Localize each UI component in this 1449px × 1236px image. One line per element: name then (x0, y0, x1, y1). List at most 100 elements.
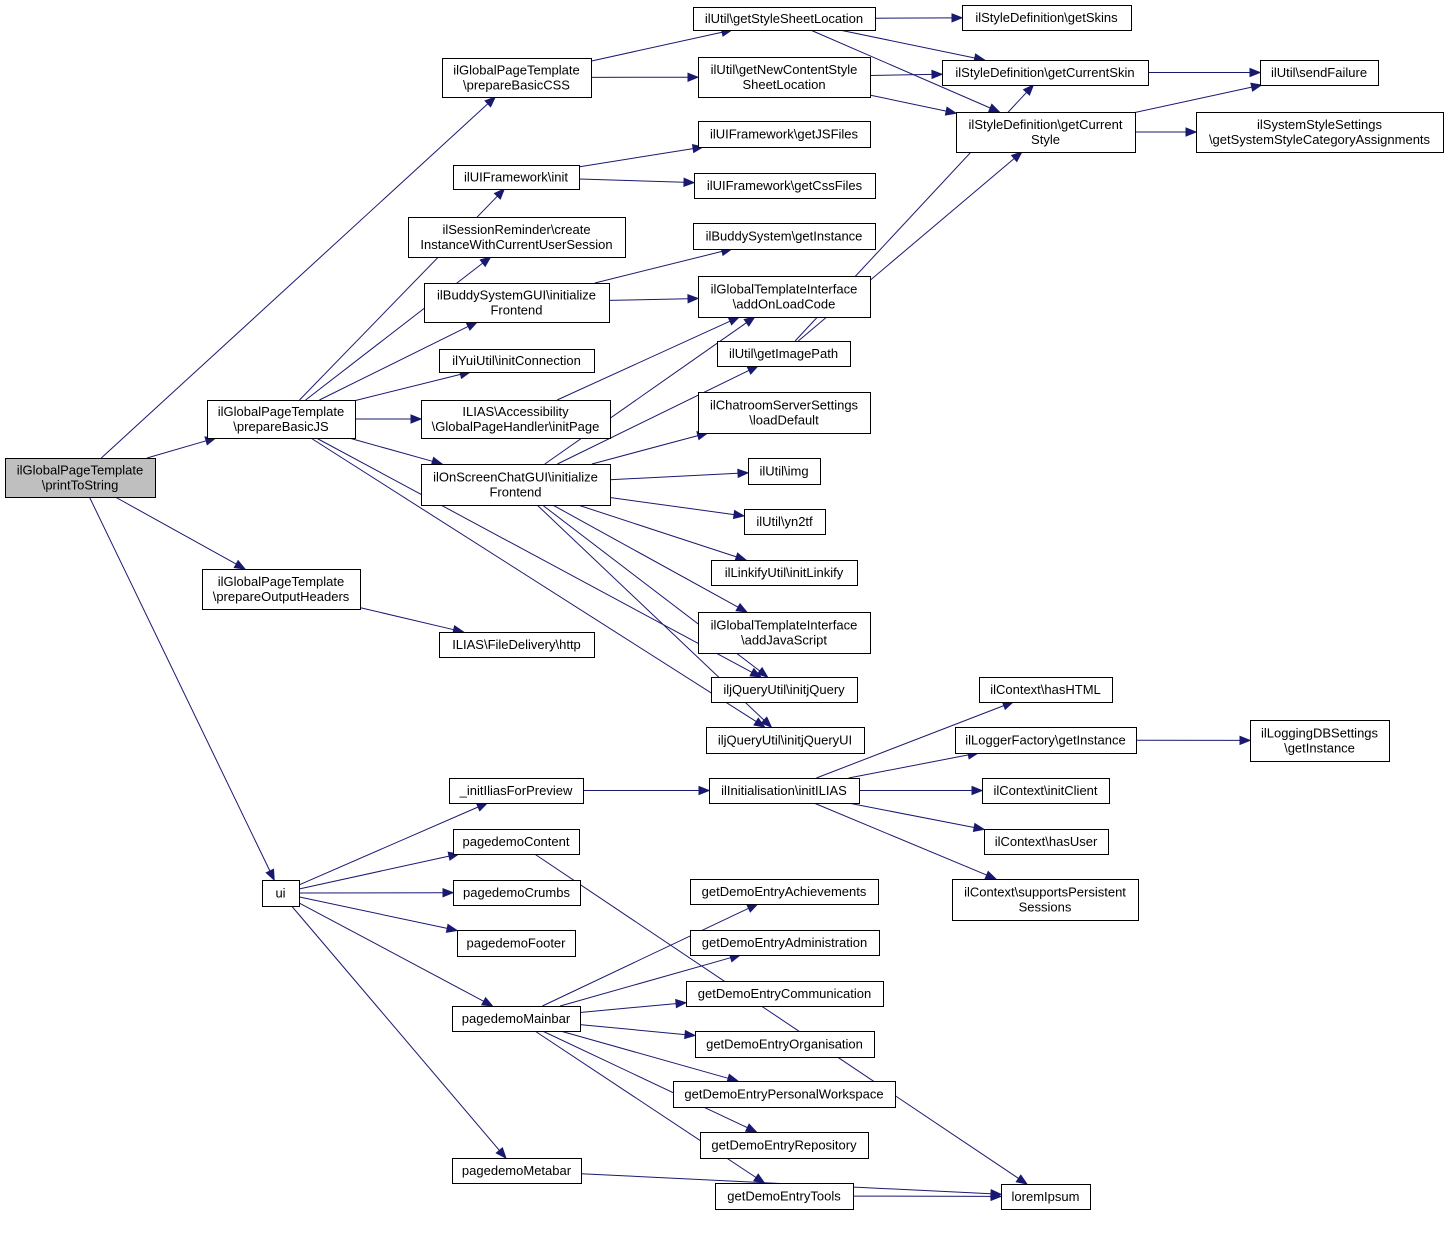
node-box[interactable] (1001, 1184, 1091, 1210)
node-box[interactable] (698, 612, 871, 654)
node-box[interactable] (1260, 60, 1379, 86)
node-entryPersonalWorkspace[interactable]: getDemoEntryPersonalWorkspace (673, 1081, 896, 1108)
node-initLinkify[interactable]: ilLinkifyUtil\initLinkify (711, 560, 858, 586)
node-box[interactable] (5, 458, 156, 498)
node-sessionReminder[interactable]: ilSessionReminder\createInstanceWithCurr… (408, 217, 626, 258)
node-getJSFiles[interactable]: ilUIFramework\getJSFiles (698, 121, 871, 148)
node-box[interactable] (449, 778, 584, 804)
node-box[interactable] (748, 458, 821, 485)
node-chatroomLoadDefault[interactable]: ilChatroomServerSettings\loadDefault (698, 392, 871, 434)
node-accessibilityInitPage[interactable]: ILIAS\Accessibility\GlobalPageHandler\in… (421, 400, 611, 439)
node-initILIAS[interactable]: ilInitialisation\initILIAS (709, 778, 860, 804)
node-initjQuery[interactable]: iljQueryUtil\initjQuery (711, 677, 858, 703)
node-box[interactable] (453, 880, 581, 906)
node-box[interactable] (690, 879, 879, 905)
node-box[interactable] (693, 7, 876, 31)
node-fileDeliveryHttp[interactable]: ILIAS\FileDelivery\http (439, 632, 595, 658)
node-initjQueryUI[interactable]: iljQueryUtil\initjQueryUI (706, 727, 865, 754)
node-box[interactable] (715, 1183, 854, 1210)
node-hasHTML[interactable]: ilContext\hasHTML (979, 677, 1113, 703)
node-box[interactable] (408, 217, 626, 258)
node-box[interactable] (453, 829, 580, 855)
node-yn2tf[interactable]: ilUtil\yn2tf (744, 509, 826, 535)
node-box[interactable] (956, 112, 1136, 153)
node-entryTools[interactable]: getDemoEntryTools (715, 1183, 854, 1210)
node-loggingDBGetInstance[interactable]: ilLoggingDBSettings\getInstance (1250, 720, 1390, 762)
node-box[interactable] (207, 400, 356, 439)
node-entryAchievements[interactable]: getDemoEntryAchievements (690, 879, 879, 905)
node-pagedemoMetabar[interactable]: pagedemoMetabar (452, 1158, 582, 1184)
node-box[interactable] (457, 930, 576, 957)
node-box[interactable] (700, 1132, 869, 1159)
node-box[interactable] (439, 632, 595, 658)
node-box[interactable] (698, 392, 871, 434)
node-box[interactable] (439, 349, 595, 373)
node-box[interactable] (711, 677, 858, 703)
node-box[interactable] (690, 930, 880, 956)
node-ui[interactable]: ui (262, 880, 300, 907)
node-uiFrameworkInit[interactable]: ilUIFramework\init (453, 165, 580, 190)
node-utilImg[interactable]: ilUtil\img (748, 458, 821, 485)
node-hasUser[interactable]: ilContext\hasUser (984, 829, 1109, 855)
node-initIliasForPreview[interactable]: _initIliasForPreview (449, 778, 584, 804)
node-box[interactable] (1196, 112, 1444, 153)
node-entryRepository[interactable]: getDemoEntryRepository (700, 1132, 869, 1159)
node-box[interactable] (421, 400, 611, 439)
node-box[interactable] (453, 165, 580, 190)
node-prepareBasicJS[interactable]: ilGlobalPageTemplate\prepareBasicJS (207, 400, 356, 439)
node-loremIpsum[interactable]: loremIpsum (1001, 1184, 1091, 1210)
node-prepareOutputHeaders[interactable]: ilGlobalPageTemplate\prepareOutputHeader… (202, 569, 361, 610)
node-getCssFiles[interactable]: ilUIFramework\getCssFiles (694, 173, 876, 199)
node-box[interactable] (982, 778, 1110, 804)
node-box[interactable] (202, 569, 361, 610)
node-box[interactable] (698, 276, 871, 318)
node-box[interactable] (942, 60, 1149, 86)
node-box[interactable] (442, 58, 592, 98)
node-box[interactable] (984, 829, 1109, 855)
node-box[interactable] (686, 981, 884, 1007)
node-box[interactable] (744, 509, 826, 535)
node-addOnLoadCode[interactable]: ilGlobalTemplateInterface\addOnLoadCode (698, 276, 871, 318)
node-pagedemoCrumbs[interactable]: pagedemoCrumbs (453, 880, 581, 906)
node-sendFailure[interactable]: ilUtil\sendFailure (1260, 60, 1379, 86)
node-box[interactable] (711, 560, 858, 586)
node-box[interactable] (452, 1158, 582, 1184)
node-box[interactable] (717, 341, 851, 367)
node-printToString[interactable]: ilGlobalPageTemplate\printToString (5, 458, 156, 498)
node-prepareBasicCSS[interactable]: ilGlobalPageTemplate\prepareBasicCSS (442, 58, 592, 98)
node-yuiInitConnection[interactable]: ilYuiUtil\initConnection (439, 349, 595, 373)
node-box[interactable] (1250, 720, 1390, 762)
node-box[interactable] (694, 173, 876, 199)
node-systemStyleSettings[interactable]: ilSystemStyleSettings\getSystemStyleCate… (1196, 112, 1444, 153)
node-buddyGetInstance[interactable]: ilBuddySystem\getInstance (693, 223, 876, 250)
node-box[interactable] (693, 223, 876, 250)
node-box[interactable] (424, 283, 610, 323)
node-entryOrganisation[interactable]: getDemoEntryOrganisation (695, 1031, 875, 1058)
node-box[interactable] (421, 464, 611, 506)
node-box[interactable] (698, 57, 871, 98)
node-entryCommunication[interactable]: getDemoEntryCommunication (686, 981, 884, 1007)
node-initClient[interactable]: ilContext\initClient (982, 778, 1110, 804)
node-box[interactable] (706, 727, 865, 754)
node-box[interactable] (673, 1081, 896, 1108)
node-box[interactable] (452, 1006, 581, 1032)
node-box[interactable] (698, 121, 871, 148)
node-addJavaScript[interactable]: ilGlobalTemplateInterface\addJavaScript (698, 612, 871, 654)
node-box[interactable] (955, 727, 1137, 754)
node-pagedemoContent[interactable]: pagedemoContent (453, 829, 580, 855)
node-pagedemoMainbar[interactable]: pagedemoMainbar (452, 1006, 581, 1032)
node-getCurrentSkin[interactable]: ilStyleDefinition\getCurrentSkin (942, 60, 1149, 86)
node-box[interactable] (979, 677, 1113, 703)
node-box[interactable] (962, 5, 1132, 31)
node-pagedemoFooter[interactable]: pagedemoFooter (457, 930, 576, 957)
node-getStyleSheetLocation[interactable]: ilUtil\getStyleSheetLocation (693, 7, 876, 31)
node-box[interactable] (952, 879, 1139, 921)
node-entryAdministration[interactable]: getDemoEntryAdministration (690, 930, 880, 956)
node-box[interactable] (262, 880, 300, 907)
node-getImagePath[interactable]: ilUtil\getImagePath (717, 341, 851, 367)
